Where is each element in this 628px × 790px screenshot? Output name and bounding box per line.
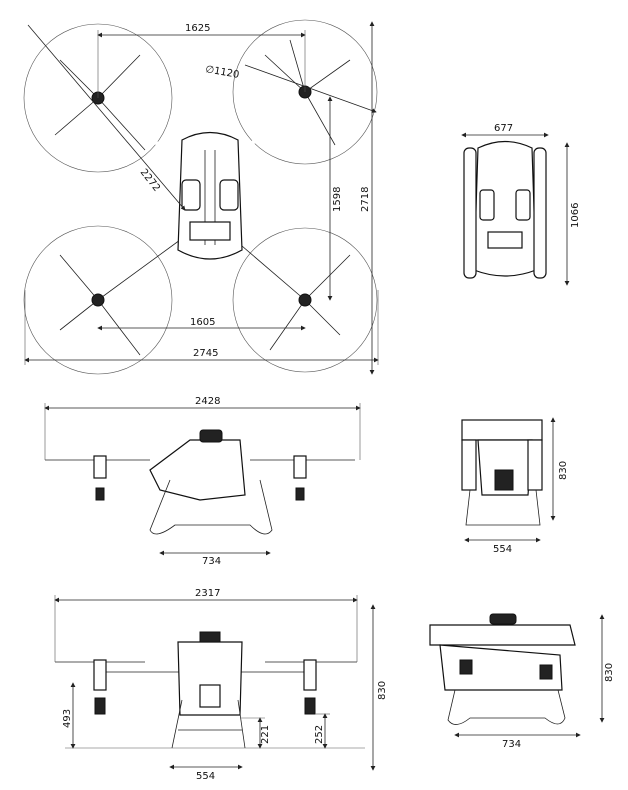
dim-252: 252 (314, 725, 325, 744)
dim-1066: 1066 (570, 203, 581, 228)
propeller-circle (23, 23, 173, 173)
folded-top-view: 677 1066 (461, 123, 581, 286)
propeller-circle (23, 225, 173, 375)
dim-2317: 2317 (195, 588, 220, 599)
dim-2718: 2718 (360, 187, 371, 212)
dim-734-side: 734 (202, 556, 221, 567)
folded-side-view: 830 734 (429, 613, 615, 750)
propeller-circle (232, 227, 378, 373)
front-view: 2317 830 493 221 252 554 (54, 588, 388, 782)
top-view: 1625 ∅1120 2272 1598 2718 1605 2745 (23, 19, 379, 375)
dim-830-front: 830 (377, 681, 388, 700)
propeller-circle (232, 19, 378, 165)
dim-2745: 2745 (193, 348, 218, 359)
folded-front-view: 830 554 (461, 417, 569, 555)
dim-1605: 1605 (190, 317, 215, 328)
dim-2428: 2428 (195, 396, 220, 407)
dim-830-folded-front: 830 (558, 461, 569, 480)
dim-677: 677 (494, 123, 513, 134)
dim-221: 221 (260, 725, 271, 744)
dim-1625: 1625 (185, 23, 210, 34)
dim-734-folded-side: 734 (502, 739, 521, 750)
dim-1598: 1598 (332, 187, 343, 212)
dim-493: 493 (62, 709, 73, 728)
dim-830-folded-side: 830 (604, 663, 615, 682)
dim-prop-diameter: ∅1120 (204, 64, 240, 81)
side-view: 2428 734 (44, 396, 361, 567)
dim-554-front: 554 (196, 771, 215, 782)
dim-2272: 2272 (138, 167, 162, 194)
dim-554-folded-front: 554 (493, 544, 512, 555)
